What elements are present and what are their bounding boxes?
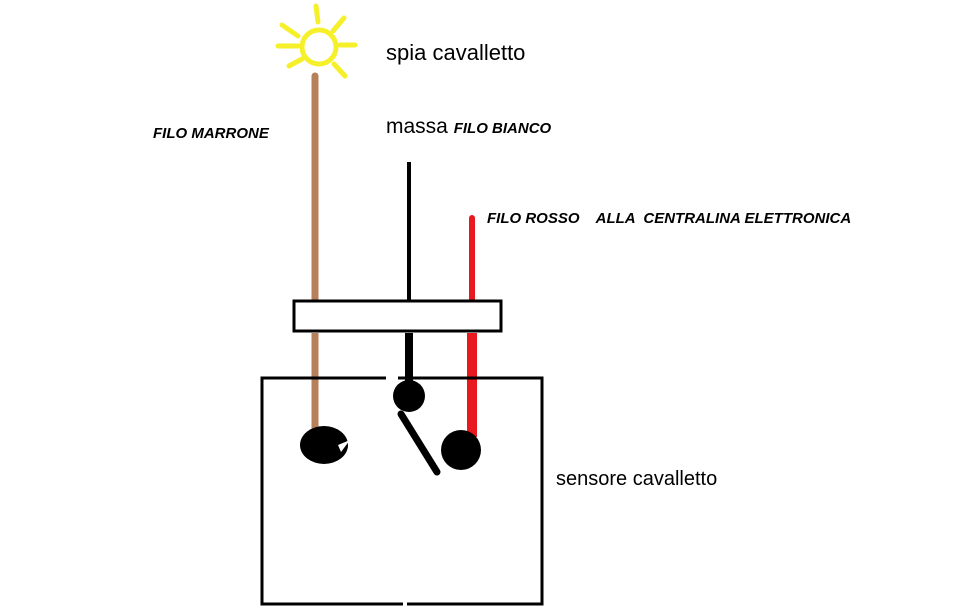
connector-block [292,299,503,333]
red-wire-label: FILO ROSSO ALLA CENTRALINA ELETTRONICA [487,210,852,227]
white-wire-label: FILO BIANCO [453,120,552,137]
contact-pivot [393,380,425,412]
brown-wire-label: FILO MARRONE [153,125,269,142]
ground-wire-label: massa FILO BIANCO [386,115,551,139]
contact-right [441,430,481,470]
sensor-housing [260,376,544,606]
contact-left [300,426,348,464]
lamp-label: spia cavalletto [386,40,526,65]
switch-lever [397,410,441,476]
ground-prefix: massa [386,115,448,138]
sensor-label: sensore cavalletto [556,468,718,490]
sun-bulb-icon [275,3,358,79]
